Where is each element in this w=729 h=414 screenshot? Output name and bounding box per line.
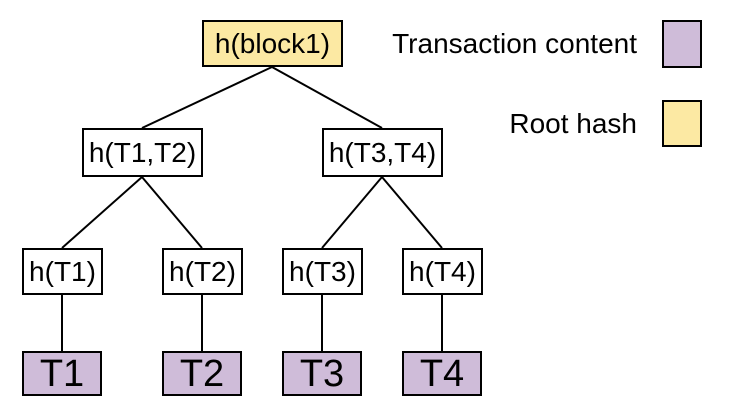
legend-label-transaction-content: Transaction content: [392, 28, 637, 59]
edge-root-h34: [271, 66, 383, 129]
node-transaction-t2: T2: [162, 351, 242, 396]
edge-h34-h3: [321, 176, 383, 249]
node-hash-t1-t2: h(T1,T2): [82, 128, 203, 177]
legend-swatch-transaction-content: [662, 20, 702, 68]
edge-h12-h1: [61, 176, 143, 249]
node-hash-t4: h(T4): [402, 248, 483, 295]
node-transaction-t4: T4: [402, 351, 482, 396]
legend-label-root-hash: Root hash: [509, 107, 637, 139]
node-hash-t2: h(T2): [162, 248, 243, 295]
legend-swatch-root-hash: [662, 100, 702, 147]
node-hash-t3: h(T3): [282, 248, 363, 295]
edge-h12-h2: [141, 176, 203, 249]
node-hash-t1: h(T1): [22, 248, 103, 295]
edge-root-h12: [141, 66, 273, 129]
node-root-hash: h(block1): [202, 20, 343, 67]
node-hash-t3-t4: h(T3,T4): [322, 128, 443, 177]
node-transaction-t3: T3: [282, 351, 362, 396]
node-transaction-t1: T1: [22, 351, 102, 396]
edge-h34-h4: [381, 176, 443, 249]
